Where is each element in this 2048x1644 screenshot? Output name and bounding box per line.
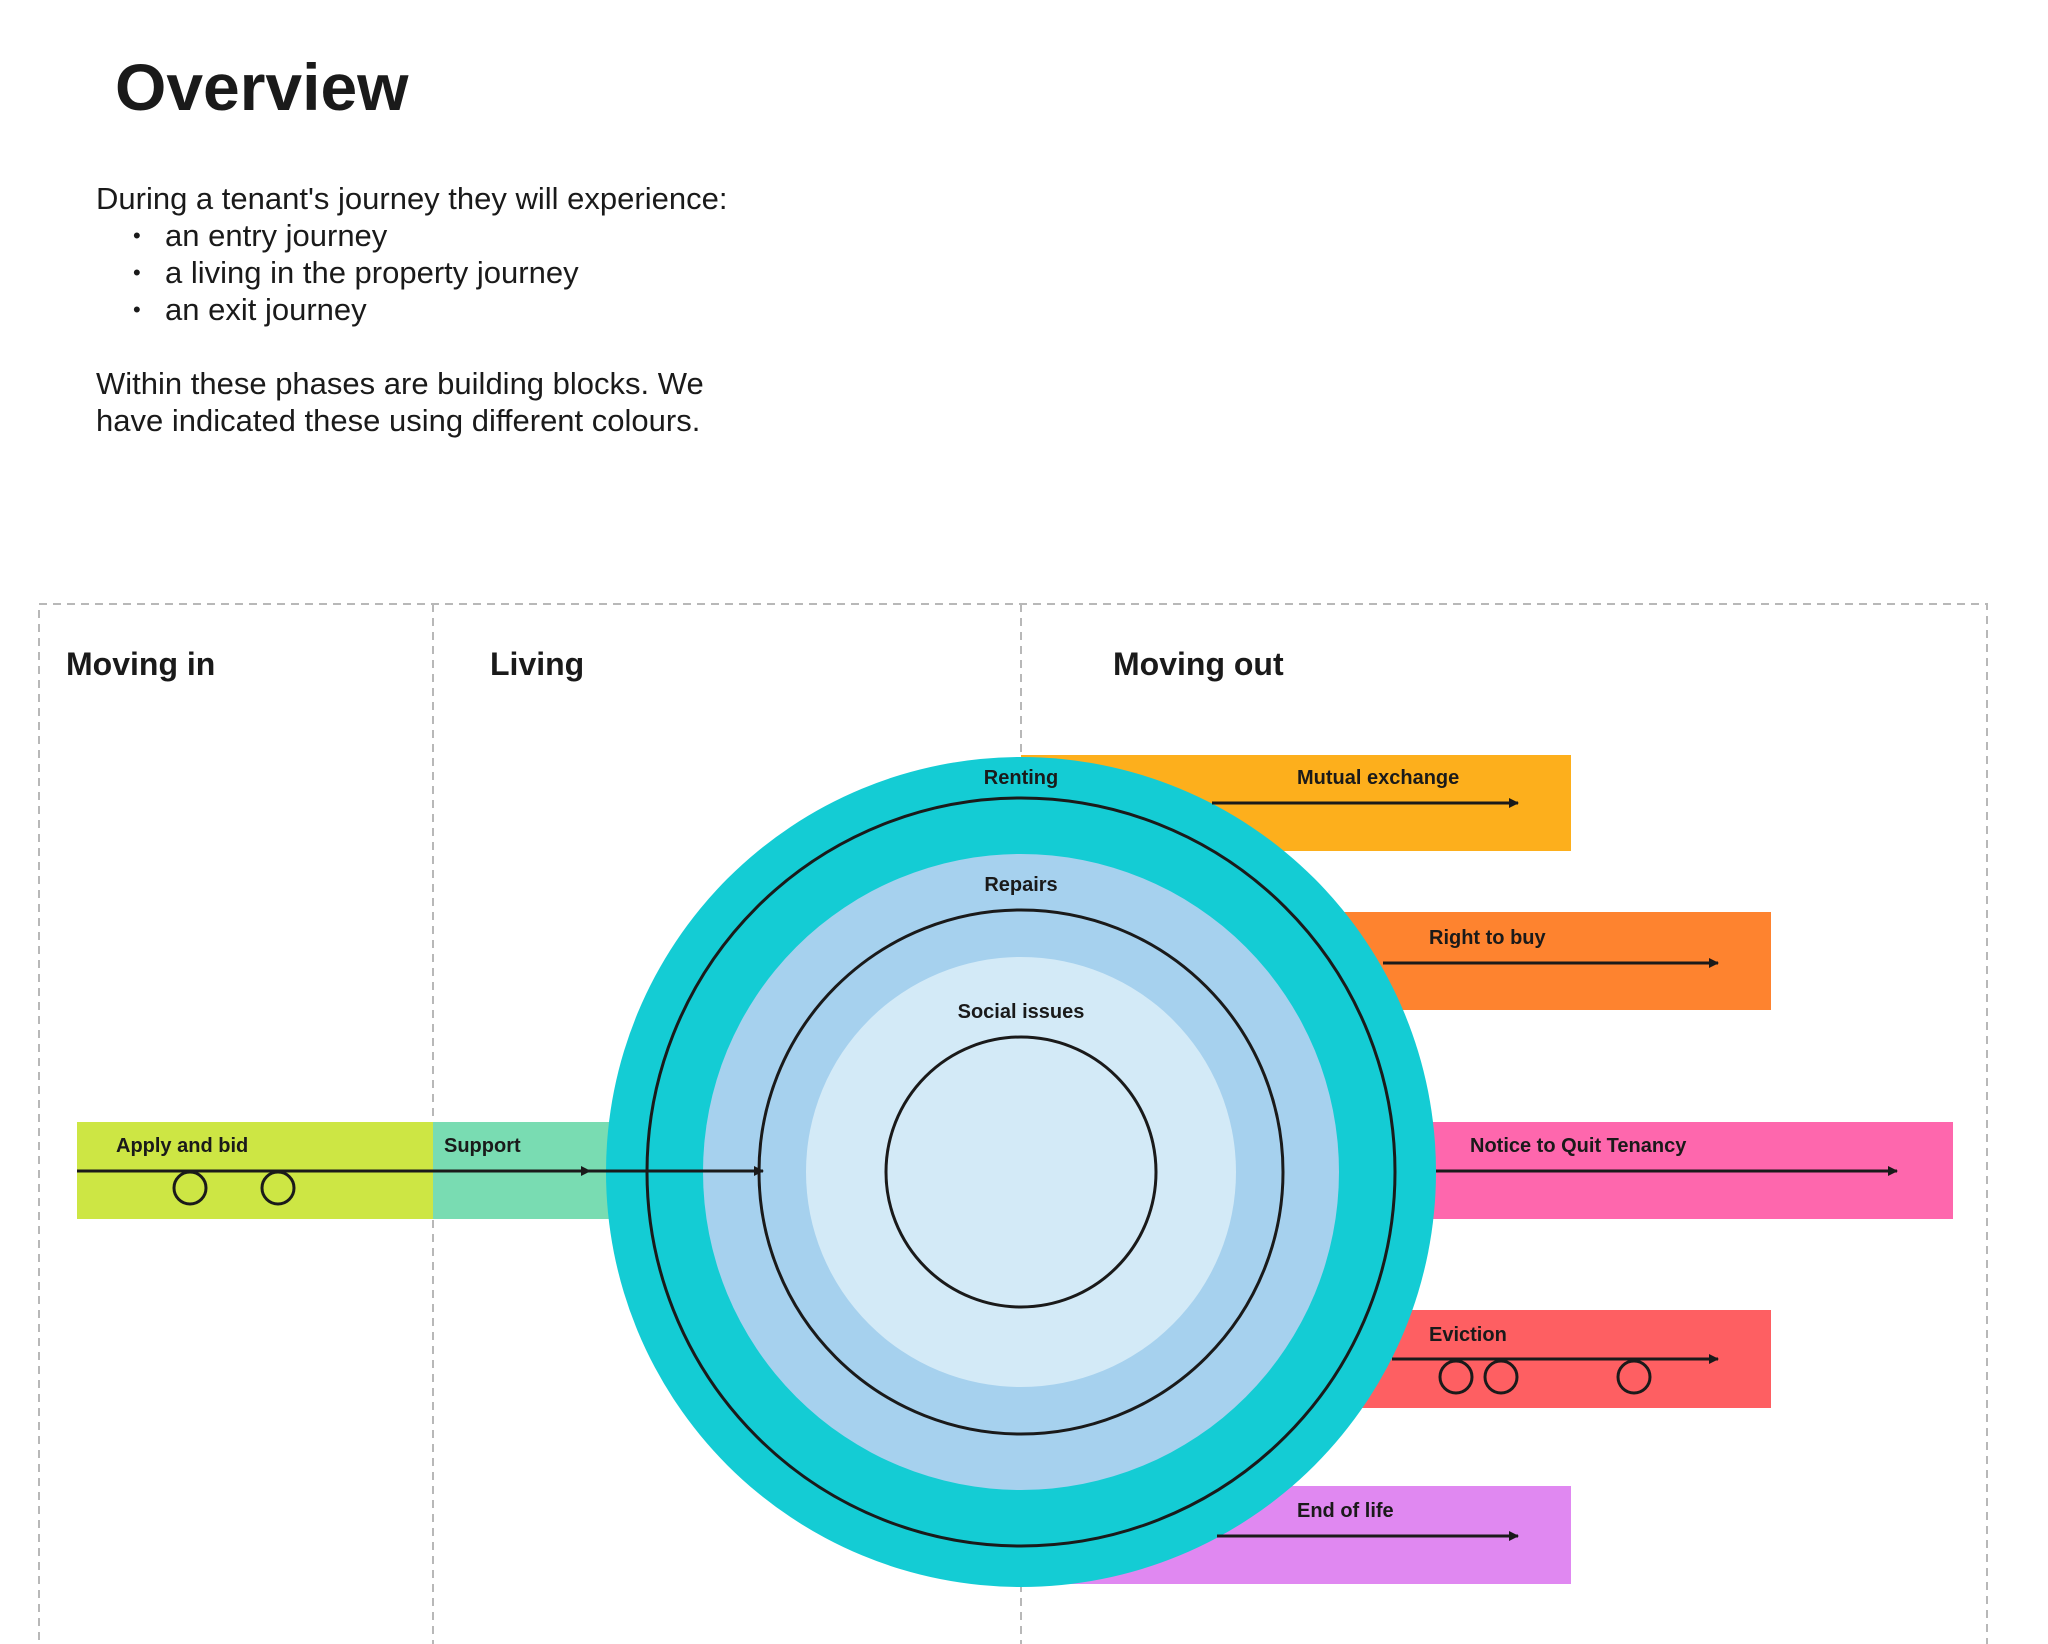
journey-list: • an entry journey • a living in the prope…: [96, 217, 816, 328]
building-blocks-line-2: have indicated these using different col…: [96, 403, 701, 438]
phase-frame-border: [38, 603, 1988, 1644]
intro-text: During a tenant's journey they will expe…: [96, 180, 816, 439]
journey-exit: an exit journey: [165, 292, 367, 327]
bullet-icon: •: [133, 223, 141, 248]
bullet-icon: •: [133, 297, 141, 322]
social-issues-journey-loop: [884, 1035, 1158, 1309]
page-title: Overview: [115, 50, 409, 124]
touchpoint-circle-icon: [1483, 1359, 1519, 1395]
living-rings: [606, 757, 1436, 1587]
touchpoint-circle-icon: [1438, 1359, 1474, 1395]
social-issues-label: Social issues: [958, 1001, 1085, 1023]
eviction-label: Eviction: [1429, 1324, 1507, 1346]
block-labels: Renting Repairs Social issues Apply and …: [116, 767, 1687, 1522]
touchpoint-circle-icon: [260, 1170, 296, 1206]
apply-and-bid-label: Apply and bid: [116, 1135, 248, 1157]
phase-label-moving-out: Moving out: [1113, 646, 1284, 682]
right-to-buy-label: Right to buy: [1429, 927, 1547, 949]
list-item: • an entry journey: [96, 217, 816, 254]
journey-living: a living in the property journey: [165, 255, 579, 290]
phase-label-living: Living: [490, 646, 585, 682]
notice-to-quit-label: Notice to Quit Tenancy: [1470, 1135, 1687, 1157]
intro-lead: During a tenant's journey they will expe…: [96, 181, 728, 216]
touchpoint-circle-icon: [172, 1170, 208, 1206]
repairs-label: Repairs: [984, 874, 1057, 896]
mutual-exchange-label: Mutual exchange: [1297, 767, 1459, 789]
bullet-icon: •: [133, 260, 141, 285]
building-blocks-line-1: Within these phases are building blocks.…: [96, 366, 704, 401]
renting-label: Renting: [984, 767, 1058, 789]
end-of-life-label: End of life: [1297, 1500, 1394, 1522]
support-label: Support: [444, 1135, 521, 1157]
building-blocks-text: Within these phases are building blocks.…: [96, 365, 816, 439]
social-issues-ring: [806, 957, 1236, 1387]
list-item: • an exit journey: [96, 291, 816, 328]
journey-entry: an entry journey: [165, 218, 388, 253]
phase-label-moving-in: Moving in: [66, 646, 216, 682]
touchpoints: [172, 1170, 1652, 1395]
journey-arrows: [77, 798, 1898, 1541]
list-item: • a living in the property journey: [96, 254, 816, 291]
touchpoint-circle-icon: [1616, 1359, 1652, 1395]
